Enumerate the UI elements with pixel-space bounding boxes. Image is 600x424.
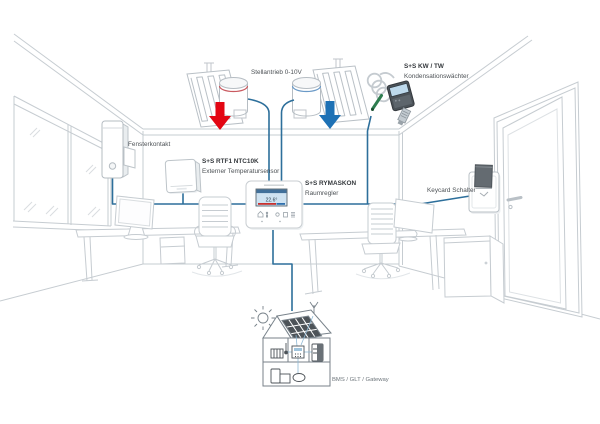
gateway-house — [251, 301, 332, 387]
label-room-controller: S+S RYMASKON Raumregler — [305, 180, 357, 197]
ceiling-panels — [186, 58, 370, 182]
keycard-card — [474, 164, 493, 188]
label-condensation: S+S KW / TW Kondensationswächter — [404, 63, 469, 80]
wire-actuator-left — [247, 98, 270, 182]
cooling-arrow — [319, 101, 341, 129]
window-wall — [12, 95, 113, 232]
door-handle — [506, 196, 523, 210]
house-room-icons — [270, 343, 324, 384]
cabinet — [443, 235, 505, 304]
solar-panel — [281, 315, 323, 341]
furniture — [75, 195, 505, 304]
room-controller-device: 22.6° — [245, 180, 304, 230]
probe — [371, 94, 383, 111]
heating-arrow — [209, 102, 231, 130]
wire-condensation — [366, 115, 372, 204]
actuator-heating-rim — [218, 85, 249, 93]
airflow-arrows — [209, 101, 341, 130]
actuator-cooling-rim — [291, 85, 322, 93]
temp-sensor-device — [164, 158, 202, 195]
label-actuator: Stellantrieb 0-10V — [251, 69, 302, 76]
label-window-contact: Fensterkontakt — [128, 141, 171, 148]
label-gateway: BMS / GLT / Gateway — [332, 377, 389, 383]
office-chair-left — [194, 196, 236, 276]
window-contact-device — [101, 120, 136, 179]
window-glass-hatches — [23, 127, 101, 218]
label-temp-sensor: S+S RTF1 NTC10K Externer Temperatursenso… — [202, 158, 280, 175]
controller-display-temp: 22.6° — [266, 198, 278, 204]
door — [493, 81, 583, 318]
coiled-cable — [366, 72, 395, 103]
sensor-connector — [397, 107, 412, 126]
label-keycard: Keycard Schalter — [427, 187, 476, 194]
actuator-heating — [218, 77, 249, 119]
monitor-left — [114, 195, 155, 240]
sun-icon — [251, 306, 275, 330]
chilled-beam-right — [312, 65, 370, 124]
condensation-sensor-device — [366, 72, 415, 126]
controller-buttons — [257, 210, 295, 223]
controller-display — [255, 188, 288, 207]
keycard-switch-device — [468, 164, 501, 214]
monitor-right — [393, 198, 435, 242]
office-chair-right — [361, 202, 401, 279]
actuator-cooling — [291, 77, 322, 119]
wire-actuator-right — [280, 99, 295, 182]
controller-brand-text — [264, 184, 284, 186]
wire-gateway — [272, 228, 293, 311]
